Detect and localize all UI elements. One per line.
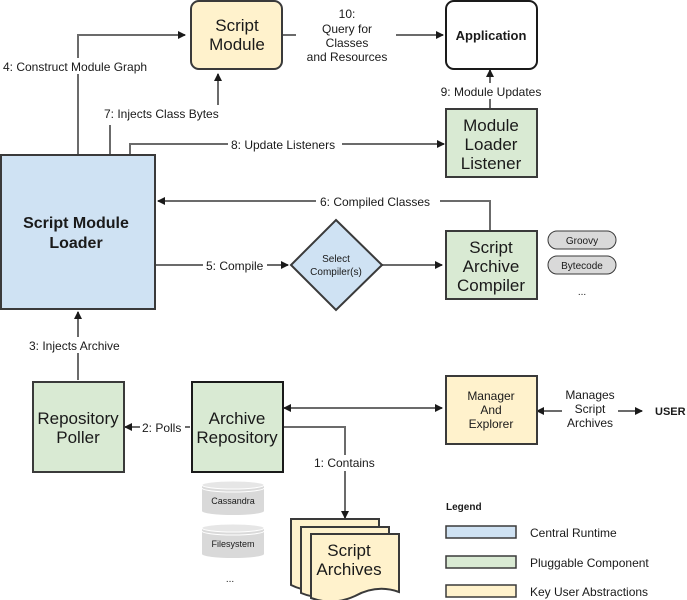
node-script-module-loader[interactable]: Script Module Loader (0, 154, 156, 310)
storage-filesystem: Filesystem (201, 523, 265, 558)
node-archive-repository[interactable]: Archive Repository (191, 381, 284, 473)
node-repository-poller[interactable]: Repository Poller (32, 381, 125, 473)
svg-text:Explorer: Explorer (469, 417, 514, 431)
edge-label-2: 2: Polls (142, 421, 181, 435)
node-script-archive-compiler[interactable]: Script Archive Compiler (445, 230, 538, 300)
legend-item-key-user-abstractions: Key User Abstractions (445, 584, 648, 599)
edge-label-7: 7: Injects Class Bytes (104, 107, 219, 121)
node-manager-and-explorer[interactable]: Manager And Explorer (445, 375, 538, 445)
svg-text:Module: Module (463, 116, 519, 135)
node-application[interactable]: Application (445, 0, 538, 70)
svg-text:Repository: Repository (37, 409, 119, 428)
edge-label-4: 4: Construct Module Graph (3, 60, 147, 74)
edge-label-manages-line3: Archives (567, 416, 613, 430)
edge-label-10-line2: Query for (322, 22, 372, 36)
edge-polls: 2: Polls (124, 419, 190, 435)
svg-text:Loader: Loader (49, 235, 102, 252)
svg-text:Compiler(s): Compiler(s) (310, 267, 362, 278)
svg-text:Application: Application (456, 28, 527, 43)
node-module-loader-listener[interactable]: Module Loader Listener (445, 108, 538, 178)
svg-text:Central Runtime: Central Runtime (530, 526, 617, 540)
edge-compile: 5: Compile (156, 257, 289, 273)
svg-text:And: And (480, 403, 501, 417)
storage-more: ... (226, 574, 234, 585)
legend: Legend Central Runtime Pluggable Compone… (445, 502, 649, 599)
svg-text:Script: Script (215, 16, 259, 35)
edge-label-3: 3: Injects Archive (29, 339, 120, 353)
edge-compiled-classes: 6: Compiled Classes (157, 193, 491, 231)
edge-injects-class-bytes: 7: Injects Class Bytes (104, 73, 222, 155)
svg-text:Groovy: Groovy (566, 236, 598, 247)
legend-item-central-runtime: Central Runtime (445, 525, 617, 540)
edge-construct-module-graph: 4: Construct Module Graph (0, 31, 186, 155)
svg-text:Compiler: Compiler (457, 276, 525, 295)
edge-query-classes: 10: Query for Classes and Resources (282, 5, 444, 67)
edge-module-updates: 9: Module Updates (435, 69, 547, 108)
svg-text:Archives: Archives (316, 560, 381, 579)
compiler-more: ... (578, 287, 586, 298)
edge-label-8: 8: Update Listeners (231, 138, 335, 152)
svg-text:Module: Module (209, 35, 265, 54)
edge-injects-archive: 3: Injects Archive (25, 311, 131, 380)
svg-text:Cassandra: Cassandra (211, 496, 255, 506)
node-user: USER (655, 406, 686, 418)
svg-text:Repository: Repository (196, 428, 278, 447)
edge-label-manages-line2: Script (575, 402, 606, 416)
edge-label-10-line1: 10: (339, 7, 356, 21)
svg-text:Key User Abstractions: Key User Abstractions (530, 585, 648, 599)
svg-text:Listener: Listener (461, 154, 522, 173)
node-script-module[interactable]: Script Module (190, 0, 283, 70)
compiler-groovy: Groovy (547, 230, 617, 250)
svg-text:Archive: Archive (209, 409, 266, 428)
legend-item-pluggable-component: Pluggable Component (445, 555, 649, 570)
edge-label-6: 6: Compiled Classes (320, 195, 430, 209)
node-select-compilers[interactable]: Select Compiler(s) (289, 218, 384, 312)
svg-text:Select: Select (322, 254, 350, 265)
edge-contains: 1: Contains (283, 426, 390, 519)
svg-text:Pluggable Component: Pluggable Component (530, 556, 649, 570)
compiler-bytecode: Bytecode (547, 255, 617, 275)
edge-manages-script-archives: Manages Script Archives (536, 386, 643, 432)
edge-label-5: 5: Compile (206, 259, 264, 273)
storage-cassandra: Cassandra (201, 480, 265, 515)
svg-text:Filesystem: Filesystem (211, 539, 254, 549)
node-script-archives[interactable]: Script Archives (290, 518, 400, 600)
edge-label-1: 1: Contains (314, 456, 375, 470)
svg-text:Manager: Manager (467, 389, 514, 403)
edge-label-9: 9: Module Updates (441, 85, 542, 99)
edge-label-manages-line1: Manages (565, 388, 614, 402)
svg-text:Script: Script (327, 541, 371, 560)
svg-text:Loader: Loader (465, 135, 518, 154)
svg-text:Bytecode: Bytecode (561, 261, 603, 272)
edge-label-10-line3: Classes (326, 36, 369, 50)
svg-text:Archive: Archive (463, 257, 520, 276)
edge-label-10-line4: and Resources (307, 50, 388, 64)
svg-text:Poller: Poller (56, 428, 100, 447)
edge-update-listeners: 8: Update Listeners (129, 136, 445, 155)
svg-text:Script: Script (469, 238, 513, 257)
legend-title: Legend (446, 502, 482, 513)
svg-text:Script Module: Script Module (23, 215, 129, 232)
